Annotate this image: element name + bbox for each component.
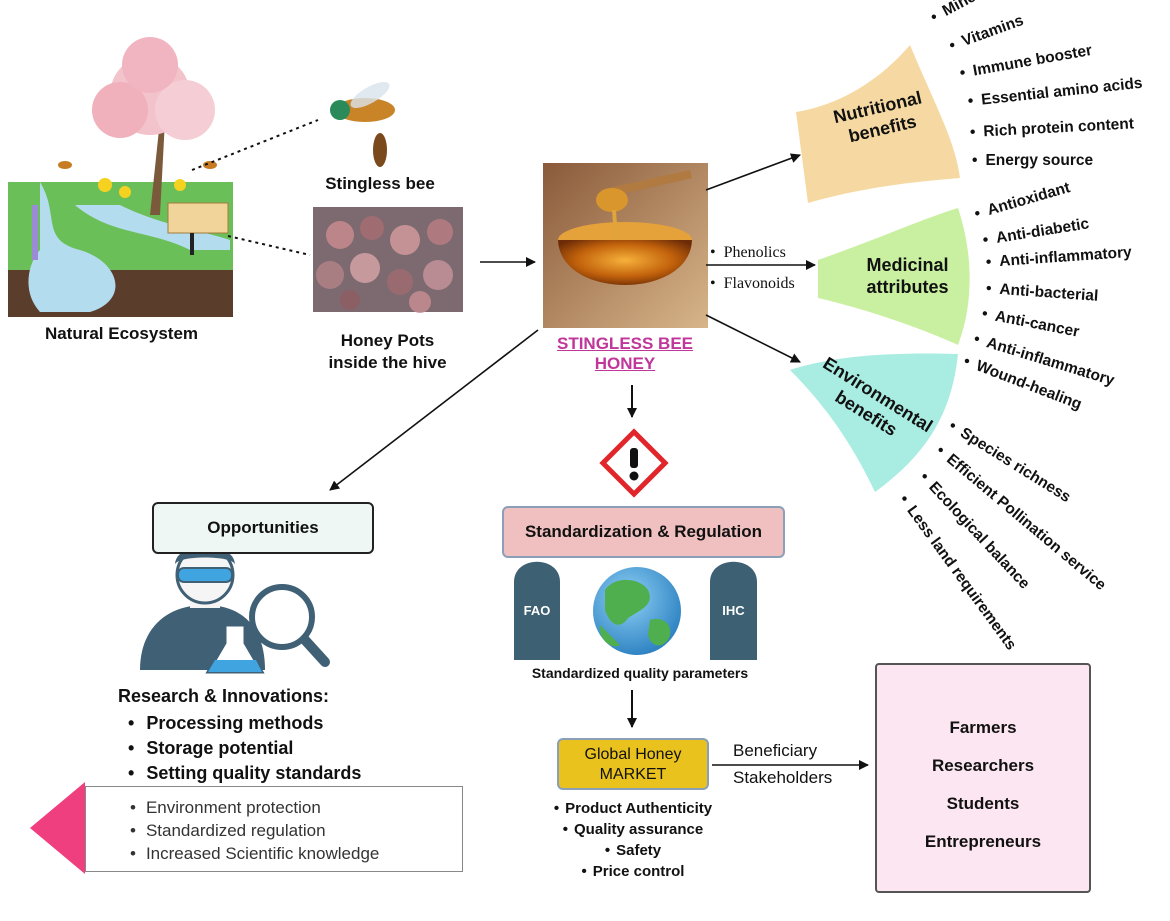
outcome-item: •Increased Scientific knowledge xyxy=(130,844,380,863)
compound-item: •Phenolics xyxy=(710,244,786,261)
bee-illustration xyxy=(330,82,395,167)
ihc-label: IHC xyxy=(722,603,745,618)
market-item: •Product Authenticity xyxy=(553,800,713,817)
market-item: •Quality assurance xyxy=(562,821,704,838)
ihc-stone xyxy=(710,561,757,660)
stakeholder-item: Students xyxy=(946,794,1020,813)
dotted-connector xyxy=(191,119,319,171)
compounds-list: •Phenolics •Flavonoids xyxy=(710,237,795,299)
opportunities-box: Opportunities xyxy=(152,502,374,554)
research-item: •Setting quality standards xyxy=(128,763,362,783)
stakeholder-item: Entrepreneurs xyxy=(924,832,1042,851)
scientist-icon xyxy=(140,545,330,674)
research-list: •Processing methods •Storage potential •… xyxy=(128,711,361,786)
nutritional-fan xyxy=(796,45,960,203)
quality-parameters-caption: Standardized quality parameters xyxy=(531,665,749,681)
pink-arrow-icon xyxy=(30,782,85,874)
dotted-connector xyxy=(227,235,311,256)
research-heading: Research & Innovations: xyxy=(118,686,330,706)
medicinal-fan xyxy=(818,208,970,345)
market-item: •Safety xyxy=(604,842,662,859)
outcome-item: •Standardized regulation xyxy=(130,821,326,840)
outcomes-box: •Environment protection •Standardized re… xyxy=(85,786,463,872)
environmental-fan xyxy=(790,353,958,492)
fao-stone xyxy=(514,561,560,660)
ecosystem-label: Natural Ecosystem xyxy=(44,324,199,343)
outcome-item: •Environment protection xyxy=(130,798,321,817)
regulation-box: Standardization & Regulation xyxy=(502,506,785,558)
nutritional-item: Energy source xyxy=(972,152,1093,170)
research-item: •Processing methods xyxy=(128,713,324,733)
fao-label: FAO xyxy=(523,603,551,618)
stakeholder-item: Farmers xyxy=(949,718,1017,737)
market-item: •Price control xyxy=(581,863,685,880)
stakeholder-item: Researchers xyxy=(931,756,1035,775)
stakeholders-box: Farmers Researchers Students Entrepreneu… xyxy=(875,663,1091,893)
ecosystem-illustration xyxy=(8,37,233,317)
warning-icon xyxy=(599,428,669,498)
market-list: •Product Authenticity •Quality assurance… xyxy=(520,798,746,882)
research-item: •Storage potential xyxy=(128,738,294,758)
bee-label: Stingless bee xyxy=(325,174,435,193)
compound-item: •Flavonoids xyxy=(710,275,795,292)
